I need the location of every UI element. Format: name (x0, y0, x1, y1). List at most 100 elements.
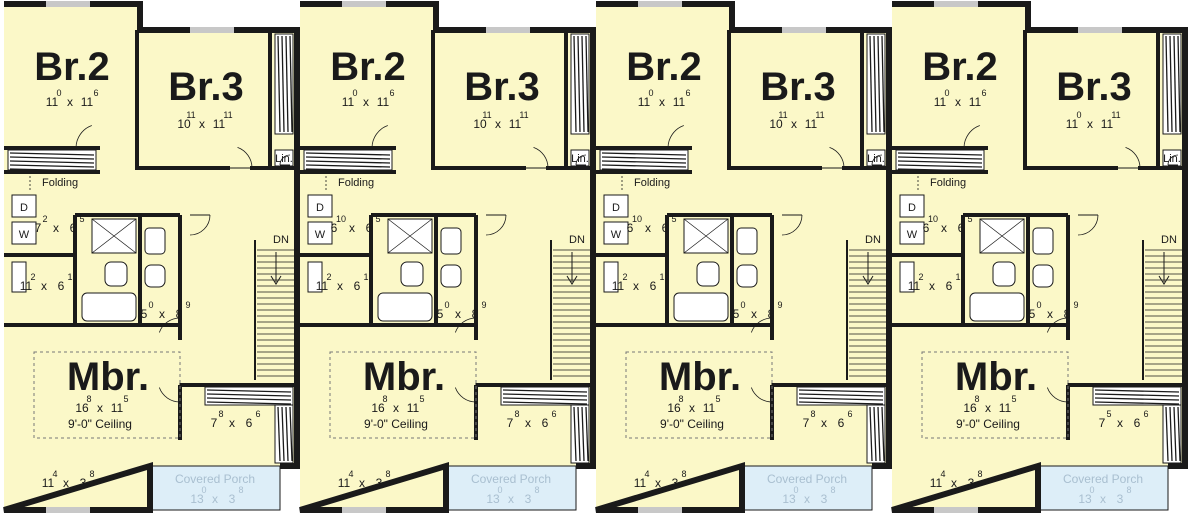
stairs-down-label: DN (273, 234, 289, 246)
wic-shelf-hanger (798, 389, 884, 393)
mbr-door-swing (750, 387, 773, 403)
porch-dimensions-width-inches: 0 (497, 485, 502, 495)
mbr-door-swing (1046, 317, 1069, 333)
br3-label: Br.3 (1056, 65, 1132, 109)
mbr-dimensions-height-inches: 5 (419, 394, 424, 404)
br2-closet-hanger (305, 156, 391, 160)
br3-dimensions-width: 10 (769, 117, 783, 131)
closet-dimensions-times: x (929, 279, 935, 293)
br2-closet-hanger (601, 160, 687, 164)
wic-dimensions-height-inches: 6 (847, 409, 852, 419)
toilet-door (1077, 214, 1099, 236)
br3-door-swing (1125, 146, 1141, 169)
wic-shelf-side-hanger (1165, 406, 1169, 462)
stair-arrowhead (566, 275, 578, 285)
closet-dimensions-height: 6 (946, 279, 953, 293)
washer (307, 221, 333, 245)
br2-closet-hanger (9, 156, 95, 160)
mbr-label: Mbr. (659, 355, 741, 399)
window (486, 27, 530, 33)
linen-door-swing (575, 154, 587, 166)
bath-dimensions-height-inches: 9 (1073, 300, 1078, 310)
wic-dimensions-width: 7 (803, 416, 810, 430)
closet-dimensions-height-inches: 1 (955, 272, 960, 282)
linen-closet (866, 149, 886, 167)
laundry-dimensions-width-inches: 10 (928, 214, 938, 224)
window (1078, 27, 1122, 33)
br2-dimensions-width: 11 (934, 95, 947, 109)
toilet-door (189, 214, 211, 236)
br3-dimensions-height-inches: 11 (519, 110, 528, 120)
wic-dimensions-width: 7 (211, 416, 218, 430)
wic-dimensions-times: x (525, 416, 531, 430)
br3-closet-hanger (281, 35, 285, 133)
mbr-ceiling-label: 9'-0" Ceiling (364, 417, 428, 431)
wic-shelf-hanger (1094, 389, 1180, 393)
br3-closet (570, 33, 590, 135)
wic-shelf-side (866, 404, 886, 464)
laundry-dimensions-width-inches: 10 (632, 214, 642, 224)
br3-dimensions-times: x (1087, 117, 1093, 131)
wic-dimensions-width-inches: 8 (514, 409, 519, 419)
toilet (104, 261, 128, 287)
bath-dimensions-height: 8 (1064, 307, 1071, 321)
br3-dimensions-height-inches: 11 (815, 110, 824, 120)
br2-closet-hanger (601, 164, 687, 168)
porch-dimensions-height: 3 (1117, 492, 1124, 506)
linen-closet (570, 149, 590, 167)
closet-dimensions-height-inches: 1 (363, 272, 368, 282)
br2-closet-hanger (897, 164, 983, 168)
mbr-dimensions-width: 16 (371, 401, 385, 415)
window (638, 507, 682, 513)
br3-closet-hanger (881, 35, 885, 133)
porch-label: Covered Porch (471, 472, 551, 486)
window (782, 27, 826, 33)
br2-dimensions-width-inches: 0 (648, 88, 653, 98)
linen-door (575, 154, 587, 166)
linen-label: Lin. (571, 153, 589, 165)
linen-closet (274, 149, 294, 167)
mbr-door (454, 317, 477, 340)
stair-arrowhead (862, 275, 874, 285)
wic-shelf-side-hanger (577, 406, 581, 462)
br3-dimensions-width-inches: 11 (778, 110, 787, 120)
washer-label: W (19, 229, 30, 241)
closet-shelf (11, 261, 27, 293)
closet-dimensions-height: 6 (650, 279, 657, 293)
dryer-label: D (908, 202, 916, 214)
wic-shelf-hanger (206, 389, 292, 393)
linen-door (279, 154, 291, 166)
mbr-ceiling-label: 9'-0" Ceiling (660, 417, 724, 431)
window (342, 1, 386, 7)
wic-shelf-side-hanger (1177, 406, 1181, 462)
closet-dimensions-height: 6 (354, 279, 361, 293)
toilet-door (485, 214, 507, 236)
closet-shelf (899, 261, 915, 293)
mbr-dimensions-width-inches: 8 (974, 394, 979, 404)
laundry-dimensions-times: x (941, 221, 947, 235)
br3-closet-hanger (573, 35, 577, 133)
vanity-sink (1032, 227, 1054, 255)
br3-dimensions-width: 11 (1066, 117, 1079, 131)
wic-shelf-hanger (1094, 393, 1180, 397)
hall-dimensions-width: 11 (42, 476, 55, 490)
porch-dimensions-width-inches: 0 (1089, 485, 1094, 495)
br2-closet-hanger (9, 152, 95, 156)
closet-dimensions-times: x (41, 279, 47, 293)
closet-dimensions-width-inches: 2 (918, 272, 923, 282)
toilet (992, 261, 1016, 287)
hall-dimensions-height-inches: 8 (89, 469, 94, 479)
wic-shelf-hanger (206, 397, 292, 401)
vanity-sink (440, 227, 462, 255)
bath-dimensions-times: x (751, 307, 757, 321)
